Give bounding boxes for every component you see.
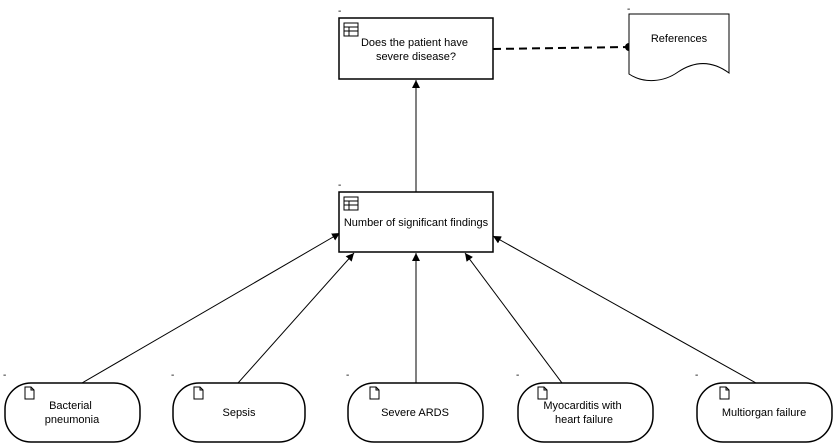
input-label-line-1: Bacterial: [49, 400, 92, 412]
svg-text:Myocarditis with heart f: Myocarditis with heart failure: [543, 400, 624, 426]
findings-label: Number of significant findings: [344, 217, 489, 229]
references-marker: -: [627, 4, 630, 15]
svg-text:Does the patient have se: Does the patient have severe disease?: [361, 37, 471, 63]
document-icon: [719, 386, 730, 400]
input-node-severe-ards[interactable]: - Severe ARDS: [346, 370, 484, 443]
decision-label-line-2: severe disease?: [376, 51, 456, 63]
input-marker: -: [171, 370, 174, 381]
input-label-line-1: Severe ARDS: [381, 407, 449, 419]
findings-node[interactable]: - Number of significant findings: [338, 180, 494, 253]
decision-marker: -: [338, 6, 341, 17]
edge-myocarditis-to-findings: [464, 252, 563, 384]
svg-text:Bacterial pneumonia: Bacterial pneumonia: [45, 400, 100, 426]
document-icon: [537, 386, 548, 400]
edge-bacterial-to-findings: [81, 232, 341, 384]
input-label-line-2: heart failure: [555, 414, 613, 426]
input-node-multiorgan-failure[interactable]: - Multiorgan failure: [695, 370, 833, 443]
table-icon: [343, 22, 359, 37]
input-node-sepsis[interactable]: - Sepsis: [171, 370, 306, 443]
table-icon: [343, 196, 359, 211]
document-icon: [24, 386, 35, 400]
document-icon: [193, 386, 204, 400]
references-label: References: [651, 33, 708, 45]
decision-label-line-1: Does the patient have: [361, 37, 468, 49]
decision-node[interactable]: - Does the patient have severe disease?: [338, 6, 494, 80]
input-marker: -: [346, 370, 349, 381]
input-label-line-1: Sepsis: [222, 407, 256, 419]
document-icon: [369, 386, 380, 400]
edge-decision-to-references: [492, 46, 629, 50]
findings-marker: -: [338, 180, 341, 191]
input-label-line-2: pneumonia: [45, 414, 100, 426]
edge-sepsis-to-findings: [237, 252, 355, 384]
input-marker: -: [3, 370, 6, 381]
input-marker: -: [695, 370, 698, 381]
input-label-line-1: Multiorgan failure: [722, 407, 806, 419]
input-label-line-1: Myocarditis with: [543, 400, 621, 412]
edge-multiorgan-to-findings: [492, 235, 757, 384]
input-node-myocarditis[interactable]: - Myocarditis with heart failure: [516, 370, 654, 443]
edges: [81, 43, 757, 384]
input-marker: -: [516, 370, 519, 381]
references-node[interactable]: - References: [627, 4, 730, 81]
input-node-bacterial-pneumonia[interactable]: - Bacterial pneumonia: [3, 370, 141, 443]
